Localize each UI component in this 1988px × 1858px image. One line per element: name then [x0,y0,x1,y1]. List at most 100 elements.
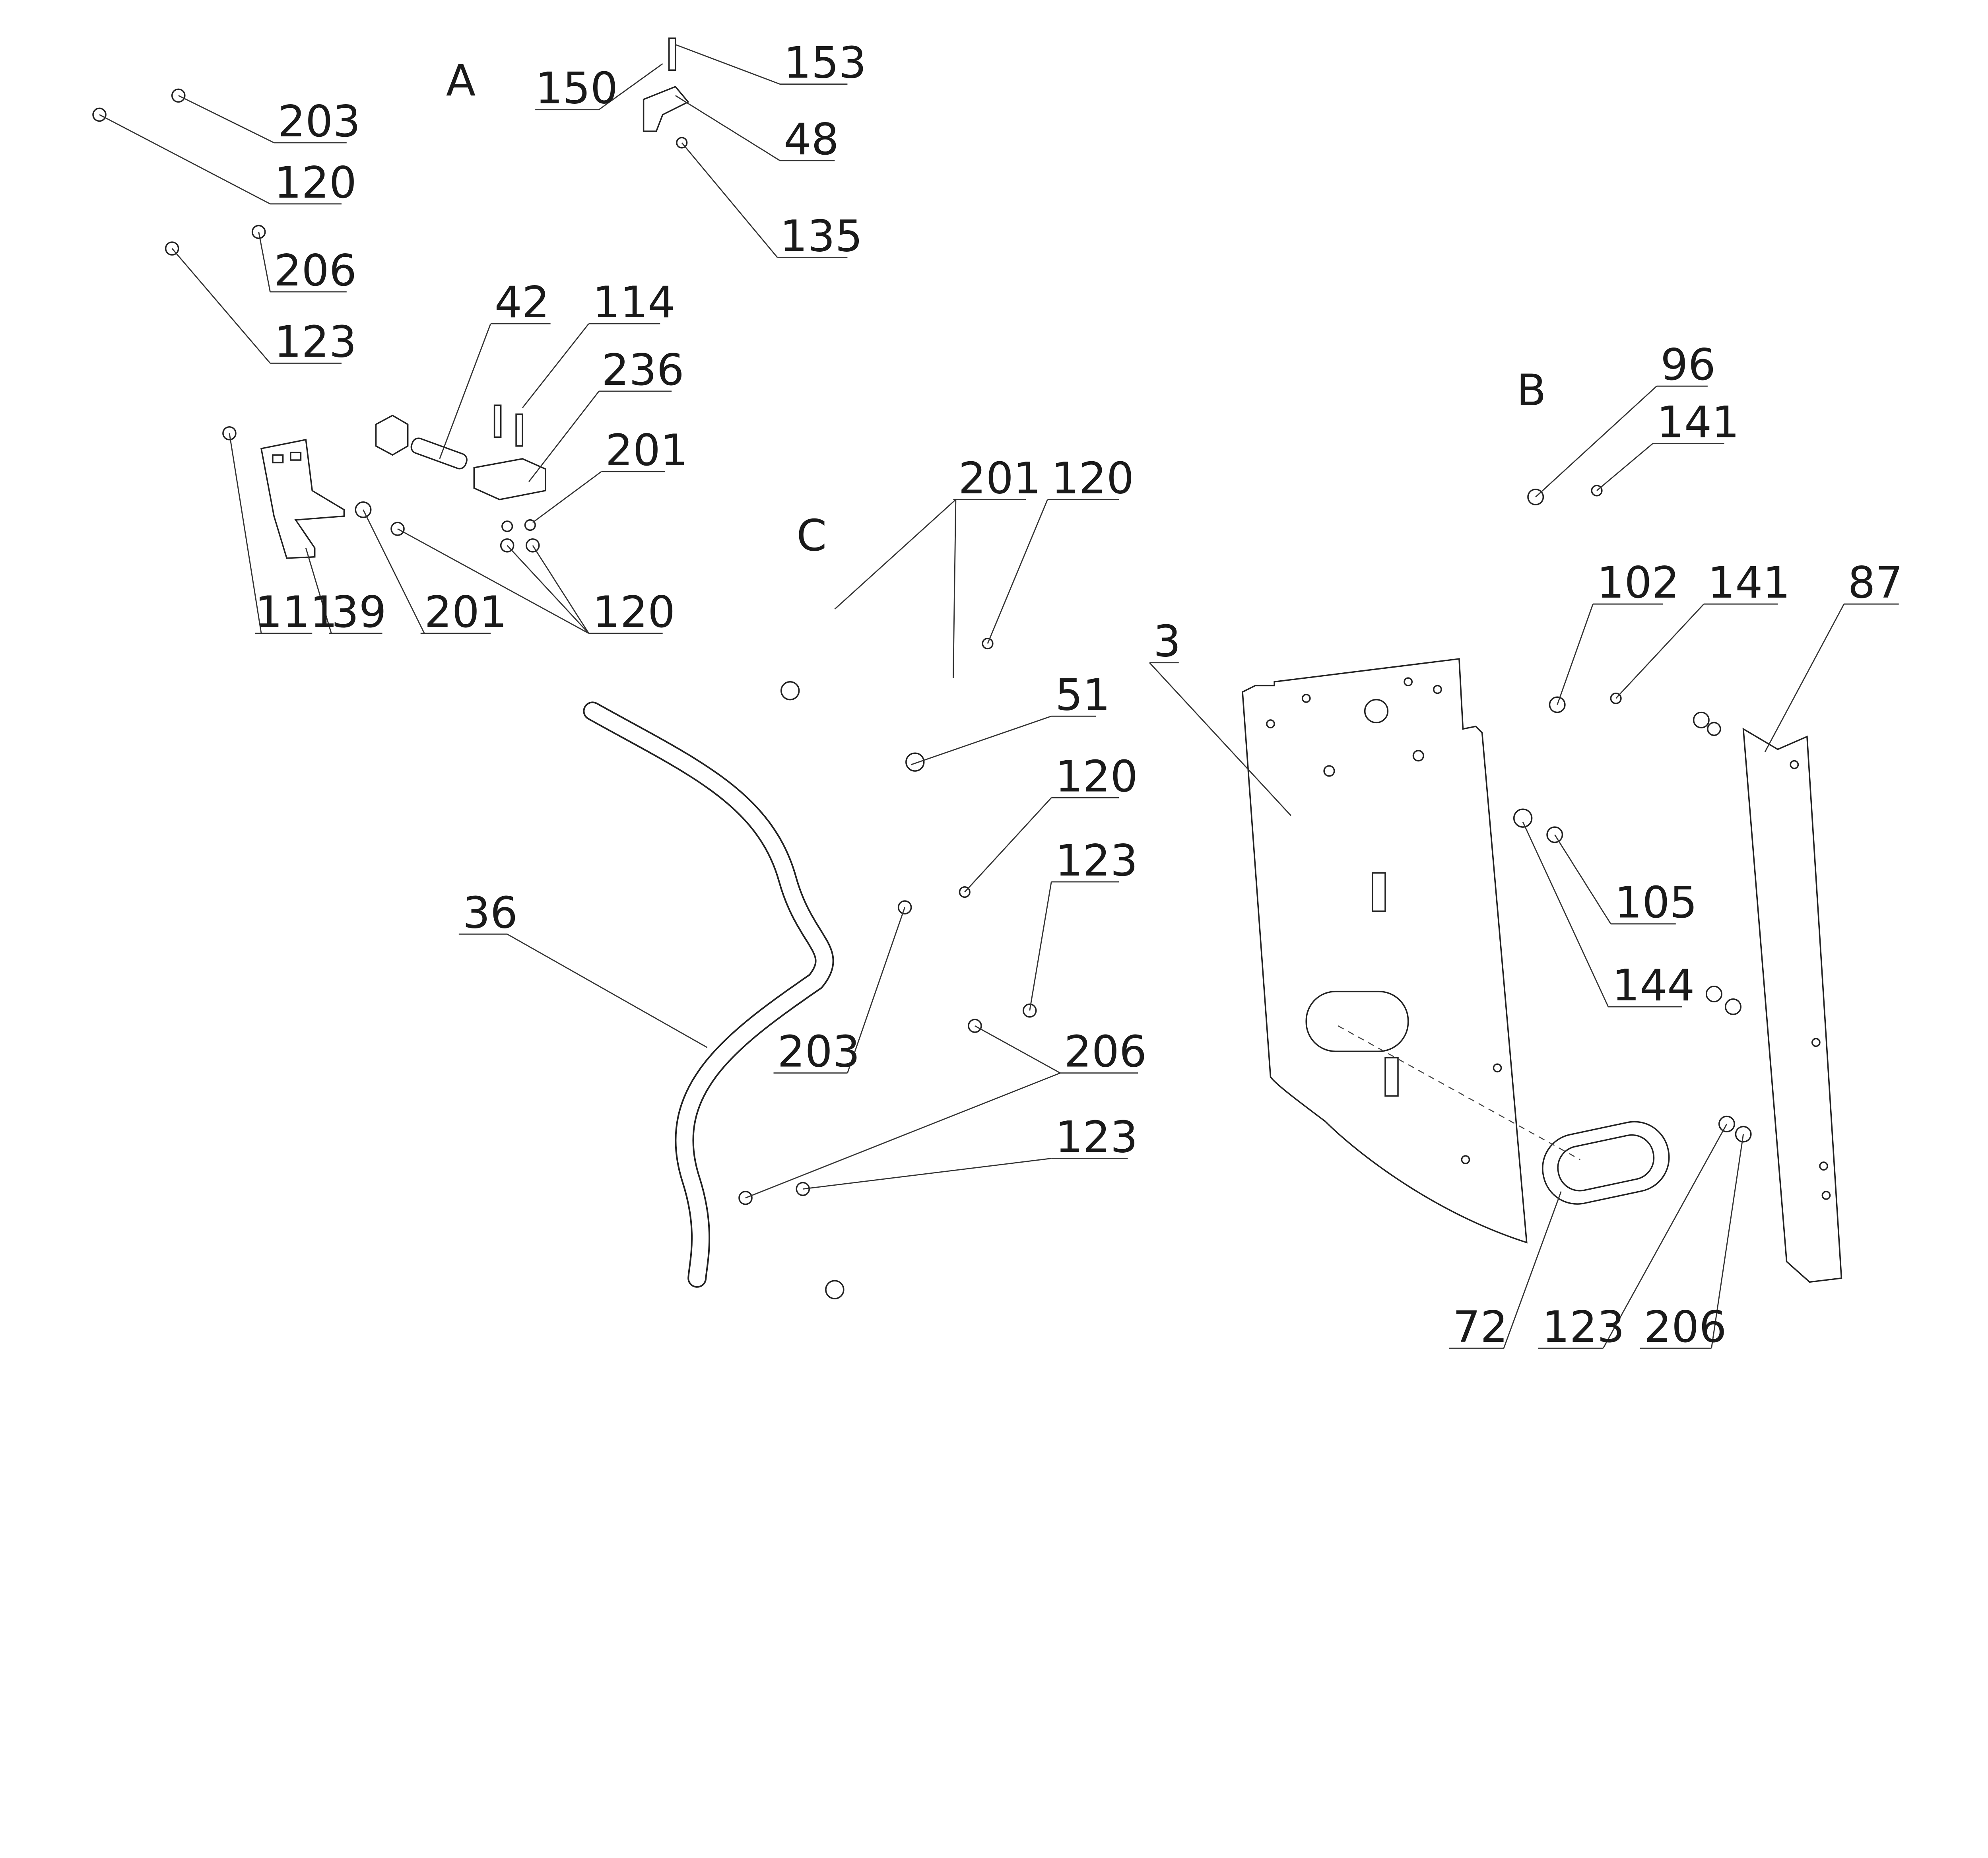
bolt-part-114 [515,413,523,447]
leader-line [987,499,1048,644]
callout-label: 102 [1597,557,1679,608]
leader-line [363,509,425,634]
leader-line [1029,881,1052,1011]
callout-label: 123 [274,316,357,367]
leader-line [681,142,778,258]
latch-block-part-236 [473,458,546,501]
leader-line [1602,1124,1728,1349]
alignment-line [1338,1025,1580,1160]
fastener [501,520,513,532]
leader-line [675,44,780,85]
callout-label: 201 [605,425,688,476]
panel-hole [1323,765,1335,777]
leader-line [952,499,957,678]
callout-label: 203 [278,96,361,147]
leader-line [305,547,332,634]
callout-label: 153 [784,38,866,88]
view-label: A [446,55,476,106]
pin-part-153 [668,37,676,71]
callout-label: 135 [780,211,863,261]
spring-part-51 [905,752,925,772]
fastener [1022,1003,1037,1018]
leader-line [1554,834,1611,924]
panel-hole [1404,677,1413,687]
bracket-part-39 [260,439,345,559]
callout-label: 150 [535,63,618,114]
leader-line [1522,821,1609,1007]
callout-label: 72 [1453,1302,1508,1352]
callout-label: 201 [958,453,1041,503]
leader-line [1764,604,1845,752]
leader-line [99,114,271,205]
spring [780,681,800,701]
panel-hole [1364,699,1389,724]
leader-line [522,323,589,408]
leader-line [258,232,271,292]
leader-line [507,545,589,634]
callout-label: 123 [1542,1302,1625,1352]
bracket-slot [290,452,302,461]
hose-clamp [825,1280,845,1299]
leader-line [834,499,956,610]
fastener [1513,808,1533,828]
strip-hole [1790,760,1799,769]
bracket-slot [272,454,284,464]
callout-label: 3 [1153,616,1181,667]
panel-hole [1301,694,1311,703]
fastener [1705,986,1722,1002]
callout-label: 42 [495,277,550,328]
callout-label: 236 [602,345,684,395]
panel-slot [1372,872,1386,912]
leader-line [1596,443,1653,491]
leader-line [1711,1134,1744,1349]
pin-part-42 [410,437,468,470]
callout-label: 123 [1055,835,1138,886]
callout-label: 87 [1848,557,1903,608]
leader-line [803,1158,1052,1190]
callout-label: 48 [784,114,839,165]
leader-line [1535,386,1657,498]
fastener [1735,1126,1752,1143]
callout-label: 96 [1660,340,1716,390]
strip-hole [1811,1038,1821,1047]
leader-line [229,433,262,634]
strip-hole [1819,1161,1828,1171]
view-label: C [796,511,827,561]
handle-part-48 [643,85,689,132]
leader-line [745,1072,1061,1199]
panel-hole [1433,685,1442,694]
fasteners [92,88,1752,1205]
leader-line [532,471,602,523]
leader-line [397,528,589,634]
leader-line [1557,604,1594,705]
panel-hole [1493,1063,1502,1073]
bolt-part-114 [493,404,502,438]
leader-line [847,907,906,1074]
leader-lines [99,44,1899,1349]
strip-part-87 [1742,728,1842,1283]
callout-label: 141 [1708,557,1790,608]
leader-line [675,95,780,161]
callout-label: 206 [1064,1027,1147,1077]
callout-label: 111 [255,587,338,637]
callout-label: 120 [274,157,357,208]
leader-line [598,63,663,110]
callout-label: 206 [1644,1302,1727,1352]
panel-oval-slot [1305,990,1409,1052]
fastener [222,426,237,441]
callout-label: 203 [777,1027,860,1077]
callout-label: 120 [1051,453,1134,503]
leader-line [1503,1191,1562,1349]
fastener [1546,826,1563,843]
strip-hole [1821,1191,1831,1200]
callout-label: 105 [1615,878,1697,928]
callout-label: 120 [592,587,675,637]
side-panel-part-3 [1242,658,1528,1244]
callout-label: 51 [1055,670,1110,720]
panel-hole [1412,750,1424,762]
leader-line [1149,662,1291,816]
callout-label: 201 [424,587,507,637]
leader-line [975,1025,1061,1074]
